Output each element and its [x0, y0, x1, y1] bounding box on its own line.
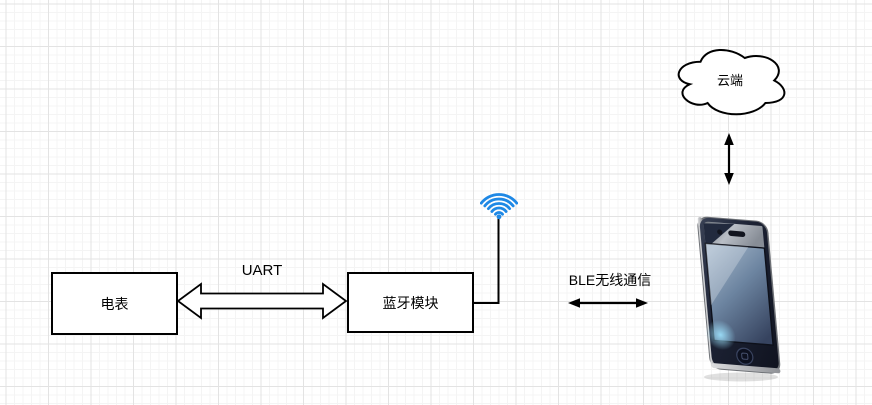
node-bluetooth-module-label: 蓝牙模块 — [382, 294, 439, 311]
node-bluetooth-module[interactable]: 蓝牙模块 — [347, 272, 474, 333]
edge-uart-arrow[interactable] — [176, 282, 348, 320]
smartphone-image[interactable] — [685, 207, 795, 387]
edge-ble-arrow[interactable] — [565, 295, 651, 311]
node-meter-label: 电表 — [100, 295, 129, 312]
edge-ble-label: BLE无线通信 — [568, 272, 652, 288]
edge-cloud-phone-arrow[interactable] — [721, 130, 737, 188]
antenna-connector[interactable] — [470, 210, 506, 310]
node-meter[interactable]: 电表 — [51, 272, 178, 335]
wifi-icon[interactable] — [480, 190, 518, 220]
node-cloud-label: 云端 — [716, 72, 743, 88]
cloud-shape — [677, 49, 786, 116]
edge-uart-label: UART — [241, 262, 283, 279]
node-cloud[interactable]: 云端 — [668, 40, 792, 122]
